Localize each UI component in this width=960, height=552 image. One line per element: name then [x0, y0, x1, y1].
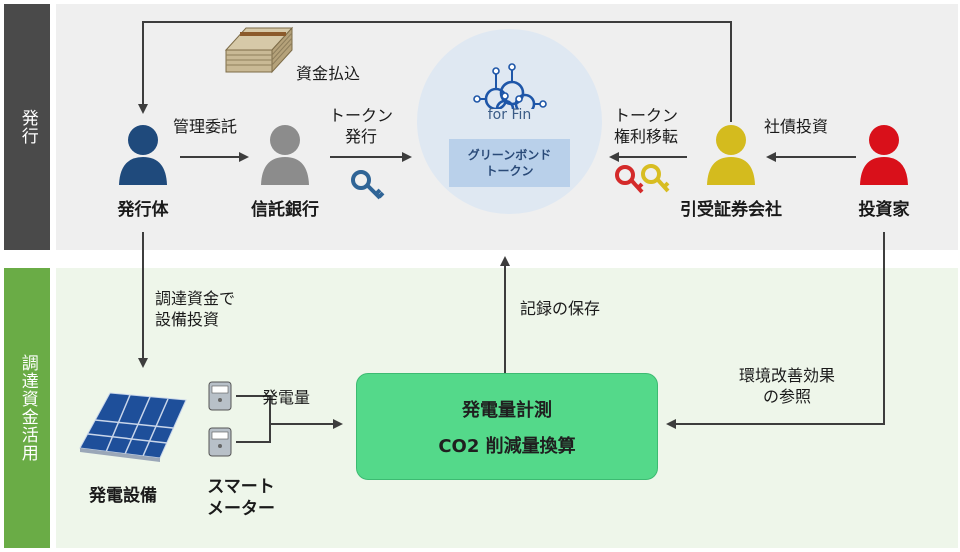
fund-payment-label: 資金払込 [296, 64, 361, 83]
process-line1: 発電量計測 [462, 399, 552, 421]
issuer-label: 発行体 [117, 200, 169, 220]
green-bond-token-box: グリーンボンド トークン [449, 139, 570, 187]
issuer-person-icon [119, 125, 167, 185]
token-brand-label: for Fin [487, 107, 532, 123]
token-platform-circle: for Fin グリーンボンド トークン [417, 29, 602, 214]
measurement-conversion-box: 発電量計測 CO2 削減量換算 [356, 373, 658, 480]
trust-bank-label: 信託銀行 [251, 200, 319, 220]
facility-investment-label: 調達資金で 設備投資 [155, 289, 236, 329]
investor-person-icon [860, 125, 908, 185]
generation-amount-label: 発電量 [262, 388, 311, 407]
fund-use-side-label: 調達資金活用 [4, 268, 50, 548]
underwriter-person-icon [707, 125, 755, 185]
investor-label: 投資家 [858, 200, 910, 220]
bond-investment-label: 社債投資 [764, 117, 829, 136]
meter-connector [236, 395, 271, 443]
process-line2: CO2 削減量換算 [438, 435, 576, 457]
fund-payment-arrow [138, 21, 732, 122]
record-storage-label: 記録の保存 [520, 299, 601, 318]
impact-reference-label: 環境改善効果 の参照 [738, 366, 835, 406]
token-name-line2: トークン [485, 164, 534, 178]
token-transfer-label: トークン 権利移転 [613, 106, 678, 146]
trust-bank-person-icon [261, 125, 309, 185]
key-blue-icon [351, 170, 385, 200]
generation-facility-label: 発電設備 [89, 486, 157, 506]
money-stack-icon [224, 26, 294, 74]
key-yellow-icon [641, 164, 670, 193]
smart-meter-icon [208, 381, 232, 457]
underwriter-label: 引受証券会社 [680, 200, 782, 220]
key-red-icon [615, 165, 644, 194]
token-issue-label: トークン 発行 [328, 106, 393, 146]
solar-panel-icon [79, 392, 187, 462]
network-logo-icon [473, 63, 547, 109]
issuance-side-label: 発行 [4, 4, 50, 250]
token-name-line1: グリーンボンド [467, 147, 552, 162]
impact-reference-arrow [666, 232, 885, 429]
trust-management-label: 管理委託 [173, 117, 238, 136]
smart-meter-label: スマート メーター [207, 477, 275, 520]
